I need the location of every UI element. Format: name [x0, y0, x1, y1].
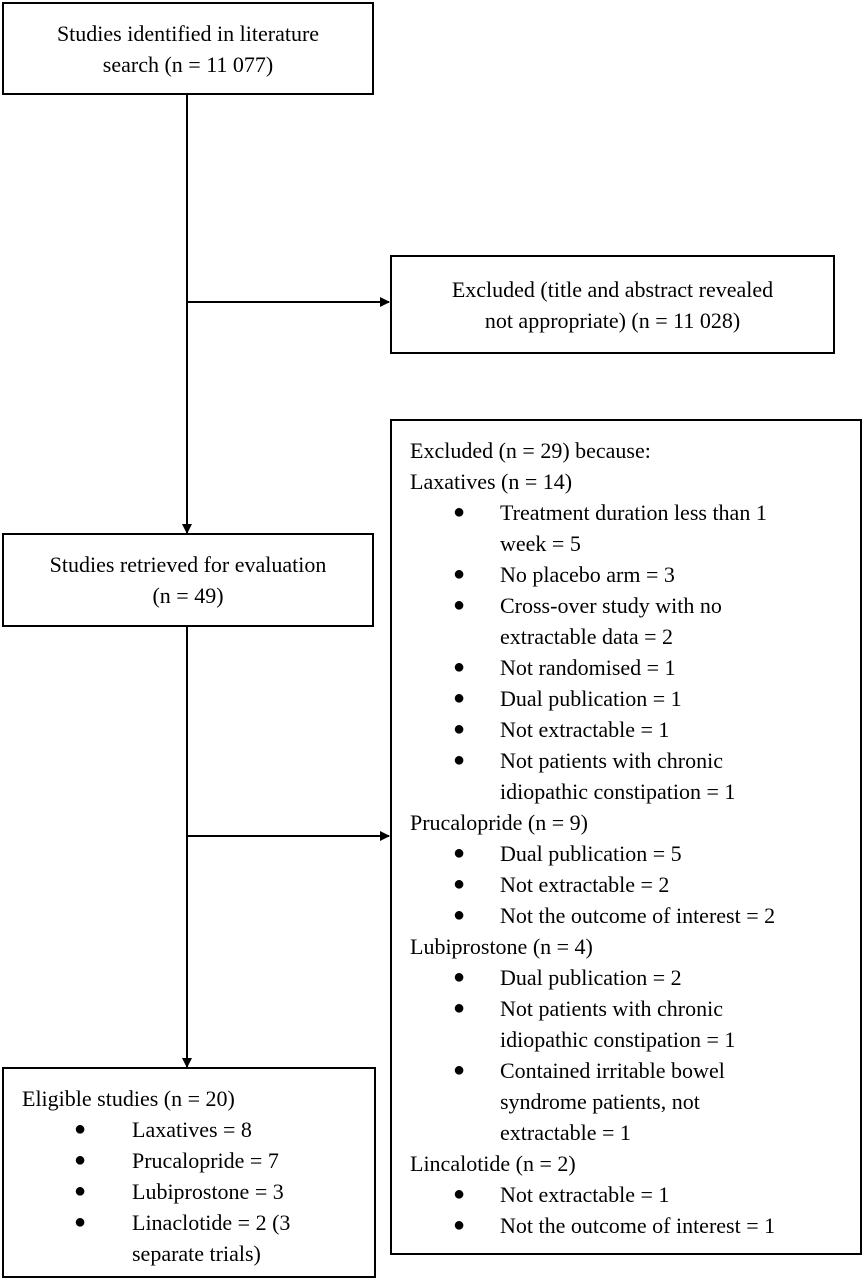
bullet-item: ● Not extractable = 2: [410, 869, 855, 900]
excluded-group-list: ● Not extractable = 1 ● Not the outcome of …: [410, 1179, 860, 1241]
eligible-studies-box: Eligible studies (n = 20) ● Laxatives = 8…: [2, 1067, 376, 1278]
bullet-item-text: idiopathic constipation = 1: [500, 1027, 736, 1052]
excluded-detail-heading: Excluded (n = 29) because:: [410, 438, 651, 463]
bullet-icon: ●: [453, 1183, 466, 1205]
excluded-group-title: Laxatives (n = 14): [410, 469, 573, 494]
bullet-icon: ●: [453, 718, 466, 740]
bullet-item-text: syndrome patients, not: [500, 1089, 700, 1114]
bullet-item-text: Not the outcome of interest = 1: [500, 1213, 776, 1238]
bullet-item: ● Dual publication = 5: [410, 838, 855, 869]
bullet-icon: ●: [453, 904, 466, 926]
excluded-group-list: ● Dual publication = 5 ● Not extractable = …: [410, 838, 860, 931]
excluded-title-abstract-box: Excluded (title and abstract revealed no…: [390, 255, 835, 354]
bullet-icon: ●: [453, 1059, 466, 1081]
bullet-item-text: idiopathic constipation = 1: [500, 779, 736, 804]
excluded-group-list: ● Dual publication = 2 ● Not patients with …: [410, 962, 860, 1148]
excluded-group-title: Prucalopride (n = 9): [410, 810, 588, 835]
bullet-item-text: Prucalopride = 7: [132, 1148, 279, 1173]
bullet-item: ● Not patients with chronic idiopathic con…: [410, 993, 855, 1055]
bullet-icon: ●: [453, 501, 466, 523]
bullet-icon: ●: [453, 1214, 466, 1236]
studies-identified-line2: search (n = 11 077): [102, 51, 274, 77]
bullet-item: ● Dual publication = 2: [410, 962, 855, 993]
bullet-icon: ●: [453, 842, 466, 864]
bullet-icon: ●: [453, 749, 466, 771]
bullet-item: ● Prucalopride = 7: [22, 1145, 432, 1176]
bullet-item-text: Treatment duration less than 1: [500, 500, 767, 525]
bullet-icon: ●: [74, 1180, 87, 1202]
bullet-icon: ●: [453, 966, 466, 988]
studies-retrieved-box: Studies retrieved for evaluation (n = 49…: [2, 533, 374, 627]
bullet-item-text: Not the outcome of interest = 2: [500, 903, 776, 928]
bullet-item: ● Not patients with chronic idiopathic con…: [410, 745, 855, 807]
excluded-group-title: Lubiprostone (n = 4): [410, 934, 593, 959]
bullet-item-text: Not extractable = 1: [500, 717, 670, 742]
bullet-item-text: Laxatives = 8: [132, 1117, 252, 1142]
studies-identified-line1: Studies identified in literature: [56, 20, 320, 46]
bullet-item-text: Not extractable = 1: [500, 1182, 670, 1207]
bullet-item-text: Contained irritable bowel: [500, 1058, 725, 1083]
excluded-detail-groups: Laxatives (n = 14) ● Treatment duration le…: [410, 466, 860, 1241]
bullet-item: ● Not the outcome of interest = 1: [410, 1210, 855, 1241]
bullet-icon: ●: [453, 873, 466, 895]
bullet-icon: ●: [74, 1149, 87, 1171]
bullet-icon: ●: [74, 1118, 87, 1140]
bullet-icon: ●: [74, 1211, 87, 1233]
bullet-item-text: extractable data = 2: [500, 624, 674, 649]
bullet-item-text: Not patients with chronic: [500, 996, 724, 1021]
eligible-studies-list: ● Laxatives = 8 ● Prucalopride = 7 ● Lubipros…: [22, 1114, 374, 1269]
bullet-item: ● Treatment duration less than 1 week = 5: [410, 497, 855, 559]
bullet-item: ● Contained irritable bowel syndrome patie…: [410, 1055, 855, 1148]
bullet-item-text: Cross-over study with no: [500, 593, 722, 618]
bullet-item: ● Lubiprostone = 3: [22, 1176, 432, 1207]
bullet-item-text: Not extractable = 2: [500, 872, 670, 897]
bullet-icon: ●: [453, 594, 466, 616]
bullet-icon: ●: [453, 687, 466, 709]
bullet-item: ● Cross-over study with no extractable dat…: [410, 590, 855, 652]
bullet-item-text: Linaclotide = 2 (3: [132, 1210, 291, 1235]
bullet-item-text: Lubiprostone = 3: [132, 1179, 284, 1204]
excluded-title-line2: not appropriate) (n = 11 028): [484, 307, 741, 333]
bullet-item: ● Dual publication = 1: [410, 683, 855, 714]
bullet-item-text: Dual publication = 2: [500, 965, 682, 990]
bullet-icon: ●: [453, 563, 466, 585]
bullet-item: ● Laxatives = 8: [22, 1114, 432, 1145]
bullet-item: ● Not extractable = 1: [410, 1179, 855, 1210]
excluded-title-line1: Excluded (title and abstract revealed: [451, 276, 774, 302]
bullet-item: ● Not the outcome of interest = 2: [410, 900, 855, 931]
bullet-item-text: Dual publication = 5: [500, 841, 682, 866]
bullet-item-text: separate trials): [132, 1241, 261, 1266]
bullet-item-text: No placebo arm = 3: [500, 562, 675, 587]
eligible-studies-heading: Eligible studies (n = 20): [22, 1086, 235, 1111]
studies-retrieved-line2: (n = 49): [152, 583, 224, 608]
bullet-item: ● Not extractable = 1: [410, 714, 855, 745]
bullet-item-text: Not randomised = 1: [500, 655, 676, 680]
excluded-group-title: Lincalotide (n = 2): [410, 1151, 576, 1176]
bullet-item-text: Dual publication = 1: [500, 686, 682, 711]
bullet-icon: ●: [453, 656, 466, 678]
bullet-item: ● No placebo arm = 3: [410, 559, 855, 590]
bullet-item: ● Not randomised = 1: [410, 652, 855, 683]
excluded-detail-box: Excluded (n = 29) because: Laxatives (n …: [390, 419, 862, 1255]
bullet-item-text: week = 5: [500, 531, 581, 556]
studies-identified-box: Studies identified in literature search …: [2, 2, 374, 95]
bullet-item: ● Linaclotide = 2 (3 separate trials): [22, 1207, 432, 1269]
bullet-item-text: Not patients with chronic: [500, 748, 724, 773]
studies-retrieved-line1: Studies retrieved for evaluation: [49, 552, 327, 577]
bullet-icon: ●: [453, 997, 466, 1019]
bullet-item-text: extractable = 1: [500, 1120, 631, 1145]
